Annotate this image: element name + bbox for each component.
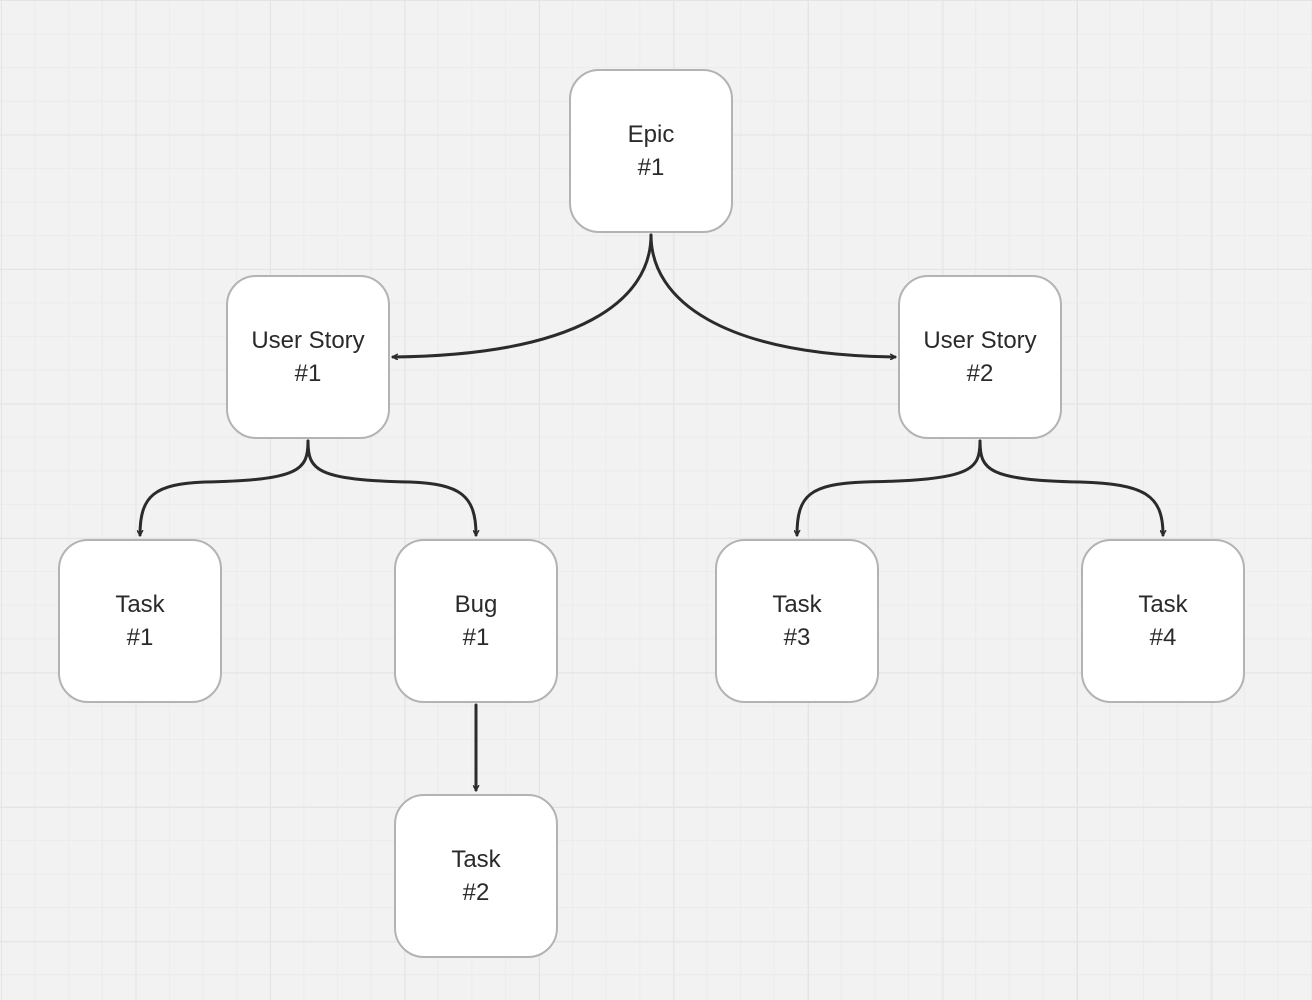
connector-user-story-2-to-task-3[interactable] — [797, 439, 982, 537]
node-bug-1[interactable]: Bug #1 — [394, 539, 558, 703]
node-title: Task — [772, 591, 822, 618]
node-number: #3 — [783, 624, 811, 651]
node-title: Task — [1138, 591, 1188, 618]
node-number: #1 — [462, 624, 490, 651]
node-task-4[interactable]: Task #4 — [1081, 539, 1245, 703]
node-task-2[interactable]: Task #2 — [394, 794, 558, 958]
node-title: User Story — [923, 327, 1037, 354]
node-number: #1 — [637, 154, 665, 181]
node-title: Task — [451, 846, 501, 873]
node-number: #4 — [1149, 624, 1177, 651]
connector-user-story-1-to-task-1[interactable] — [140, 439, 310, 537]
node-title: User Story — [251, 327, 365, 354]
node-title: Task — [115, 591, 165, 618]
node-user-story-1[interactable]: User Story #1 — [226, 275, 390, 439]
node-epic-1[interactable]: Epic #1 — [569, 69, 733, 233]
connector-epic-1-to-user-story-1[interactable] — [391, 233, 653, 357]
connector-user-story-2-to-task-4[interactable] — [978, 439, 1163, 537]
node-user-story-2[interactable]: User Story #2 — [898, 275, 1062, 439]
connector-user-story-1-to-bug-1[interactable] — [306, 439, 476, 537]
node-number: #1 — [294, 360, 322, 387]
node-task-3[interactable]: Task #3 — [715, 539, 879, 703]
node-title: Bug — [454, 591, 498, 618]
node-number: #2 — [966, 360, 994, 387]
node-title: Epic — [627, 121, 675, 148]
connector-epic-1-to-user-story-2[interactable] — [649, 233, 897, 357]
node-task-1[interactable]: Task #1 — [58, 539, 222, 703]
node-number: #2 — [462, 879, 490, 906]
node-number: #1 — [126, 624, 154, 651]
